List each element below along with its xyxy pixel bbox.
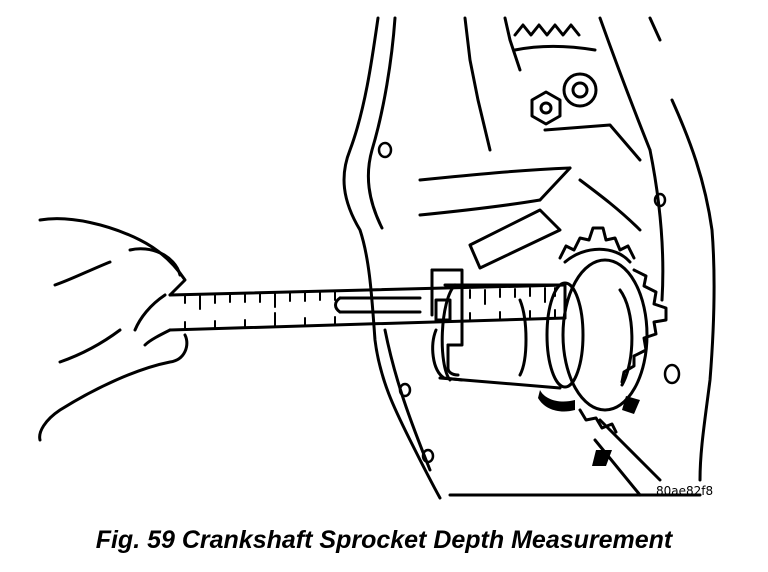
engine-block-outline: [342, 16, 716, 500]
figure-caption: Fig. 59 Crankshaft Sprocket Depth Measur…: [95, 526, 673, 554]
upper-sprocket: [513, 23, 598, 126]
figure-reference-code: 80ae82f8: [656, 484, 714, 498]
crankshaft-sprocket: [558, 226, 668, 434]
shading: [538, 390, 640, 466]
scale-graduations: [184, 287, 556, 331]
hand: [38, 217, 189, 442]
flange-bolt-holes: [377, 141, 681, 464]
measuring-scale: [168, 283, 567, 332]
depth-gauge-head: [430, 268, 464, 382]
